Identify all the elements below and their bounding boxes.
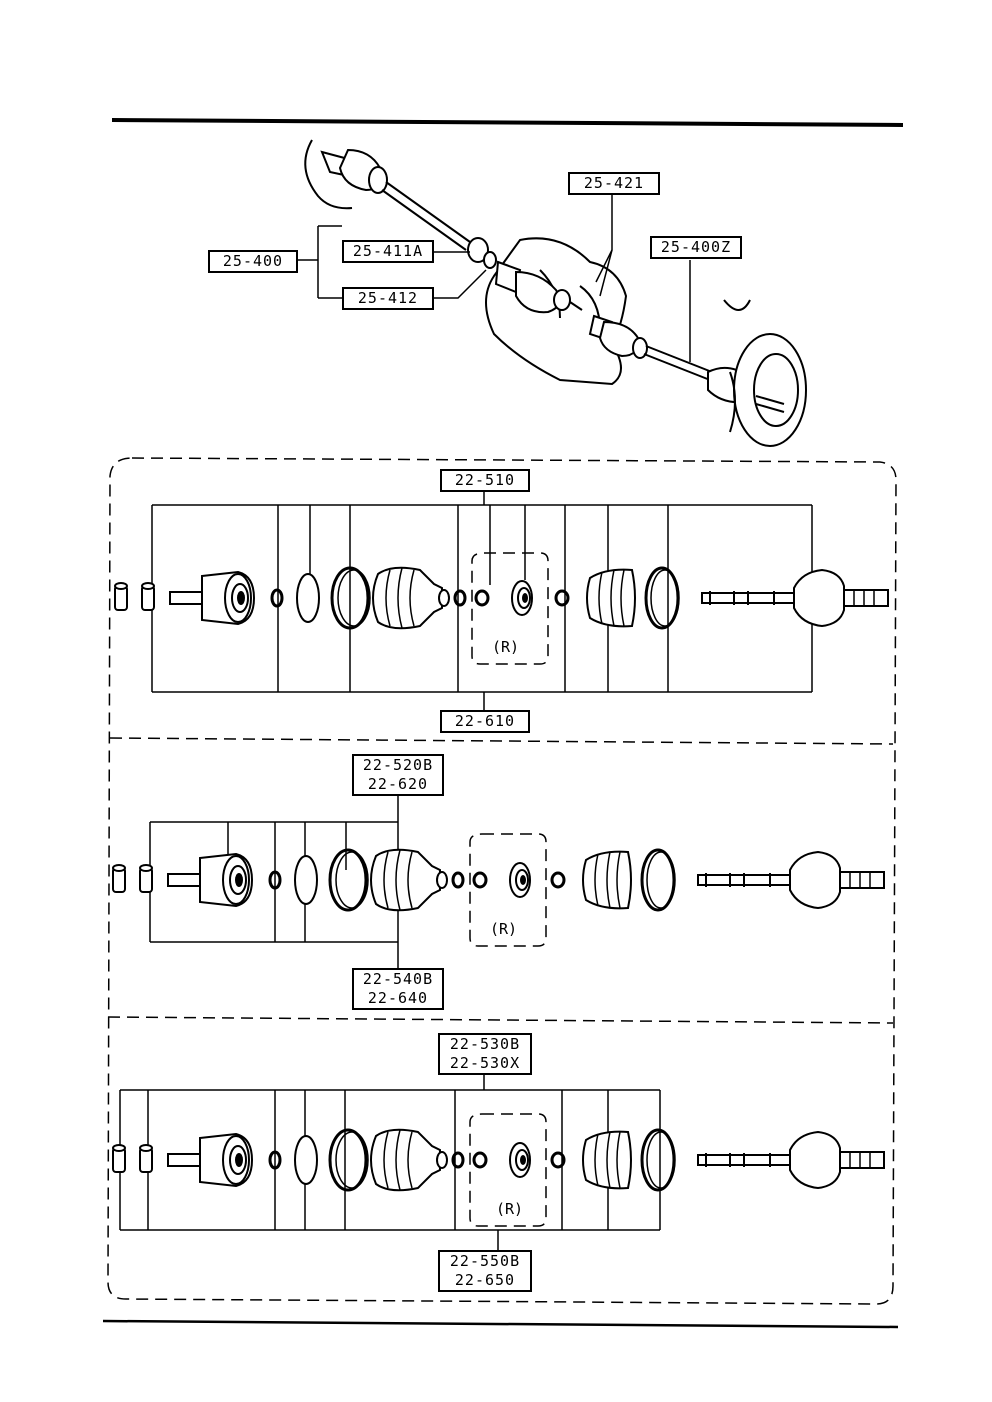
- top-leader-lines: [298, 194, 691, 362]
- section2-brackets: [149, 795, 399, 968]
- section3-bottom-label: 22-550B 22-650: [438, 1250, 532, 1292]
- section3-parts: [111, 1128, 886, 1192]
- section3-brackets: [119, 1072, 661, 1250]
- section3-top-label: 22-530B 22-530X: [438, 1033, 532, 1075]
- callout-joint-a: 25-411A: [342, 240, 434, 263]
- section3-r-mark: (R): [496, 1200, 524, 1218]
- section-frames: [107, 457, 897, 1305]
- section2-top-label: 22-520B 22-620: [352, 754, 444, 796]
- callout-clip: 25-421: [568, 172, 660, 195]
- section2-r-mark: (R): [490, 920, 518, 938]
- callout-assy-right: 25-400Z: [650, 236, 742, 259]
- section1-bottom-label: 22-610: [440, 710, 530, 733]
- top-assembly-illustration: [304, 139, 807, 447]
- section1-parts: [113, 566, 890, 630]
- section1-top-label: 22-510: [440, 469, 530, 492]
- callout-joint-b: 25-412: [342, 287, 434, 310]
- section2-bottom-label: 22-540B 22-640: [352, 968, 444, 1010]
- callout-assy: 25-400: [208, 250, 298, 273]
- section2-parts: [111, 848, 886, 912]
- section1-r-mark: (R): [492, 638, 520, 656]
- section1-brackets: [151, 490, 813, 710]
